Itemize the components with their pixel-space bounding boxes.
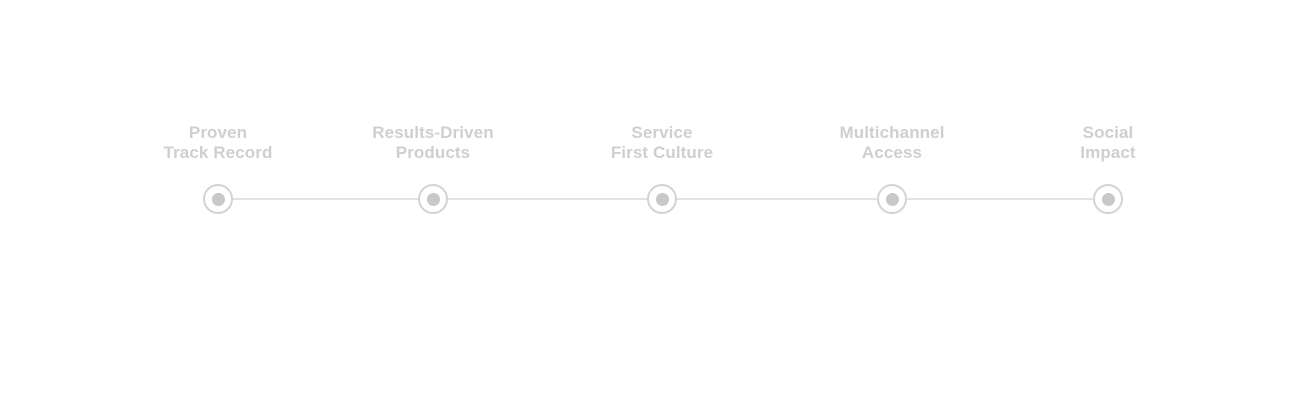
timeline-dot-icon[interactable] xyxy=(877,184,907,214)
timeline-step-label[interactable]: Results-Driven Products xyxy=(323,123,543,163)
step-label-line1: Results-Driven xyxy=(372,123,494,142)
step-label-line1: Proven xyxy=(188,123,248,142)
step-label-line2: First Culture xyxy=(610,143,714,162)
step-label-line2: Products xyxy=(395,143,471,162)
step-label-line2: Track Record xyxy=(163,143,273,162)
step-label-line1: Service xyxy=(631,123,693,142)
step-label-line1: Multichannel xyxy=(839,123,945,142)
step-label-line1: Social xyxy=(1082,123,1134,142)
timeline-step-label[interactable]: Service First Culture xyxy=(552,123,772,163)
step-label-line2: Access xyxy=(861,143,923,162)
timeline-dot-icon[interactable] xyxy=(203,184,233,214)
timeline-dot-icon[interactable] xyxy=(1093,184,1123,214)
timeline-step-label[interactable]: Multichannel Access xyxy=(782,123,1002,163)
timeline-step-label[interactable]: Proven Track Record xyxy=(108,123,328,163)
step-label-line2: Impact xyxy=(1080,143,1136,162)
timeline-step-label[interactable]: Social Impact xyxy=(998,123,1218,163)
timeline-dot-icon[interactable] xyxy=(418,184,448,214)
timeline-dot-icon[interactable] xyxy=(647,184,677,214)
